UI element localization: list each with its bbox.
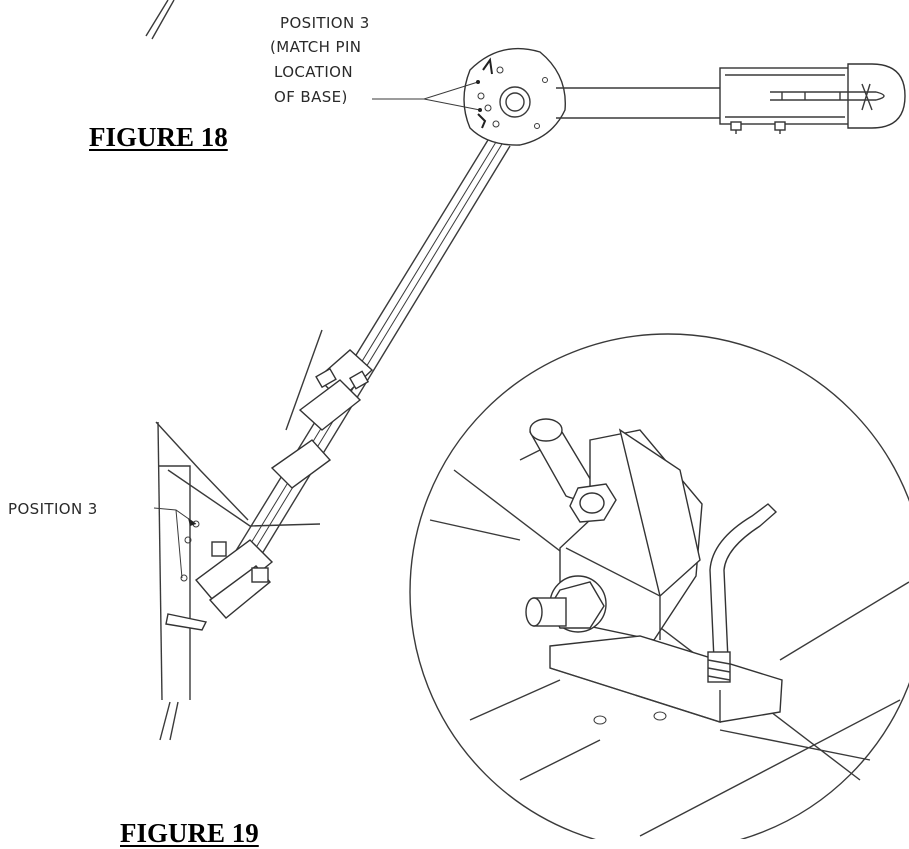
callout-top-line-2: (MATCH PIN (270, 38, 361, 56)
bolt-lower (525, 575, 607, 633)
callout-top-line-4: OF BASE) (274, 88, 348, 106)
callout-top-leaders (372, 80, 482, 112)
detail-view-circle (409, 333, 909, 839)
base-bracket (155, 421, 321, 741)
callout-bottom-leaders (153, 507, 197, 579)
locking-pin (707, 503, 778, 683)
callout-top-line-1: POSITION 3 (280, 14, 370, 32)
previous-figure-fragment (145, 0, 175, 40)
diagonal-arm (217, 139, 511, 591)
horizontal-arm (556, 63, 906, 134)
bolt-upper (569, 483, 617, 523)
figure-19-title: FIGURE 19 (120, 818, 259, 848)
figure-18-title: FIGURE 18 (89, 122, 228, 152)
callout-top-line-3: LOCATION (274, 63, 353, 81)
callout-bottom-label: POSITION 3 (8, 500, 98, 518)
pivot-hub (463, 47, 566, 146)
detail-bracket-assembly (429, 418, 909, 837)
